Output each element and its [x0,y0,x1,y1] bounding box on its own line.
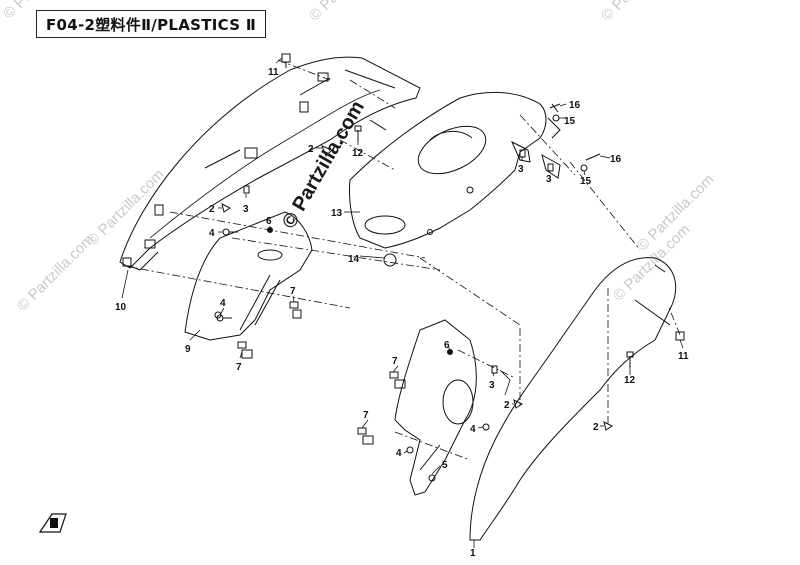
diagram-title: F04-2塑料件Ⅱ/PLASTICS Ⅱ [36,10,266,38]
washer-15a [552,114,560,122]
callout-16: 16 [610,154,622,165]
clip-2d [603,421,613,431]
callout-7: 7 [290,286,296,297]
clip-2c [513,399,523,409]
callout-12: 12 [624,375,636,386]
clip-2b [221,203,231,213]
part-9-left-inner-panel [184,211,313,341]
callout-3: 3 [546,174,552,185]
callout-3: 3 [518,164,524,175]
callout-10: 10 [115,302,127,313]
callout-4: 4 [220,298,226,309]
callout-4: 4 [209,228,215,239]
callout-7: 7 [392,356,398,367]
callout-7: 7 [236,362,242,373]
callout-16: 16 [569,100,581,111]
callout-7: 7 [363,410,369,421]
callout-2: 2 [308,144,314,155]
screw-16a [549,103,561,113]
clip-3d [491,365,498,374]
callout-4: 4 [470,424,476,435]
clip-3c [243,185,250,194]
rivet-7b [237,341,253,359]
callout-2: 2 [504,400,510,411]
callout-3: 3 [243,204,249,215]
clip-3b [547,163,554,172]
callout-2: 2 [593,422,599,433]
clip-3a [519,149,526,158]
screw-11b [675,331,685,341]
screw-16b [585,153,601,161]
screw-4d [406,446,414,454]
callout-labels: 11 2 12 16 15 16 3 3 15 2 3 13 6 4 14 10… [115,67,689,559]
washer-15b [580,164,588,172]
callout-3: 3 [489,380,495,391]
rivet-7d [357,427,374,445]
fasteners [216,53,685,454]
callout-14: 14 [348,254,360,265]
screw-4c [482,423,490,431]
nut-6a [267,227,273,233]
callout-9: 9 [185,344,191,355]
part-10-upper-panel [119,56,421,271]
clip-2a [321,145,333,157]
warning-label-icon [38,513,67,533]
part-13-tank-cover [349,91,547,249]
callout-6: 6 [444,340,450,351]
screw-12a [354,125,362,142]
rivet-7a [289,301,302,319]
callout-4: 4 [396,448,402,459]
screw-11a [281,53,291,68]
callout-15: 15 [580,176,592,187]
screw-12b [626,351,634,368]
assembly-lines [124,59,681,461]
callout-11: 11 [268,67,279,78]
callout-5: 5 [442,460,448,471]
part-5-lower-inner-panel [394,319,477,496]
callout-15: 15 [564,116,576,127]
callout-11: 11 [678,351,689,362]
callout-13: 13 [331,208,343,219]
rivet-7c [389,371,406,389]
callout-6: 6 [266,216,272,227]
bracket-parts-top-right [510,117,561,179]
leader-lines [121,57,684,548]
callout-2: 2 [209,204,215,215]
callout-12: 12 [352,148,364,159]
grommet-14 [383,253,397,267]
callout-1: 1 [470,548,476,559]
part-1-lower-shell [469,257,677,541]
